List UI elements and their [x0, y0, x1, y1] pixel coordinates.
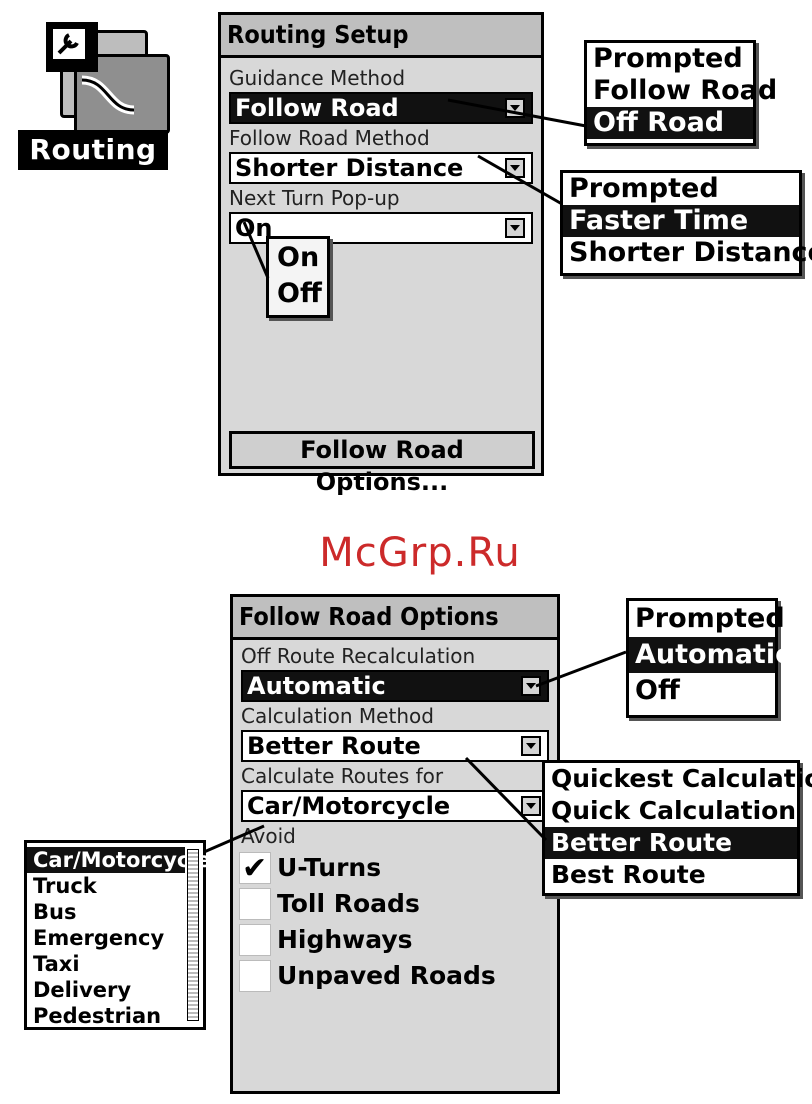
follow-road-method-label: Follow Road Method [229, 126, 430, 150]
routing-icon-label: Routing [18, 130, 168, 170]
follow-road-options-panel: Follow Road Options Off Route Recalculat… [230, 594, 560, 1094]
recalculation-options-popup: Prompted Automatic Off [626, 598, 791, 718]
next-turn-popup-label: Next Turn Pop-up [229, 186, 400, 210]
chevron-down-icon[interactable] [505, 158, 525, 178]
wrench-icon [46, 22, 98, 72]
follow-road-method-dropdown[interactable]: Shorter Distance [229, 152, 533, 184]
guidance-option-selected[interactable]: Off Road [587, 107, 753, 139]
calculation-method-options-popup: Quickest Calculation Quick Calculation B… [542, 760, 812, 896]
vehicle-option[interactable]: Taxi [33, 952, 80, 976]
chevron-down-icon[interactable] [521, 796, 541, 816]
recalculation-option[interactable]: Off [635, 675, 680, 706]
vehicle-option[interactable]: Truck [33, 874, 97, 898]
off-route-recalculation-value: Automatic [247, 672, 386, 700]
checkmark-icon: ✔ [242, 851, 268, 886]
calculate-routes-for-dropdown[interactable]: Car/Motorcycle [241, 790, 549, 822]
route-arrow-icon [81, 75, 135, 115]
vehicle-option[interactable]: Emergency [33, 926, 165, 950]
calculation-method-option[interactable]: Best Route [551, 860, 706, 889]
avoid-toll-roads-row[interactable]: Toll Roads [239, 886, 557, 922]
calculation-method-dropdown[interactable]: Better Route [241, 730, 549, 762]
vehicle-type-list[interactable]: Car/Motorcycle Truck Bus Emergency Taxi … [24, 840, 211, 1030]
next-turn-options-popup: On Off [266, 236, 330, 318]
follow-road-option[interactable]: Shorter Distance [569, 237, 812, 268]
vehicle-option-selected[interactable]: Car/Motorcycle [27, 847, 211, 873]
recalculation-option[interactable]: Prompted [635, 603, 785, 634]
chevron-down-icon[interactable] [505, 218, 525, 238]
avoid-toll-roads-checkbox[interactable] [239, 888, 271, 920]
guidance-method-value: Follow Road [235, 94, 399, 122]
guidance-method-dropdown[interactable]: Follow Road [229, 92, 533, 124]
calculation-method-label: Calculation Method [241, 704, 434, 728]
routing-setup-title: Routing Setup [221, 15, 541, 58]
follow-road-options-title: Follow Road Options [233, 597, 557, 640]
calculation-method-value: Better Route [247, 732, 421, 760]
off-route-recalculation-label: Off Route Recalculation [241, 644, 476, 668]
avoid-unpaved-roads-row[interactable]: Unpaved Roads [239, 958, 557, 994]
guidance-options-popup: Prompted Follow Road Off Road [584, 40, 778, 146]
guidance-option[interactable]: Prompted [593, 43, 743, 74]
follow-road-options-popup: Prompted Faster Time Shorter Distance [560, 170, 812, 276]
calculate-routes-for-label: Calculate Routes for [241, 764, 444, 788]
vehicle-option[interactable]: Pedestrian [33, 1004, 162, 1028]
avoid-label: Avoid [241, 824, 296, 848]
avoid-unpaved-roads-label: Unpaved Roads [277, 961, 496, 990]
calculation-method-option[interactable]: Quickest Calculation [551, 764, 812, 793]
guidance-method-label: Guidance Method [229, 66, 406, 90]
off-route-recalculation-dropdown[interactable]: Automatic [241, 670, 549, 702]
chevron-down-icon[interactable] [521, 676, 541, 696]
calculation-method-option-selected[interactable]: Better Route [545, 827, 797, 859]
chevron-down-icon[interactable] [521, 736, 541, 756]
vehicle-option[interactable]: Bus [33, 900, 77, 924]
next-turn-option[interactable]: On [277, 242, 320, 273]
guidance-option[interactable]: Follow Road [593, 75, 778, 106]
follow-road-option-selected[interactable]: Faster Time [563, 205, 799, 237]
recalculation-option-selected[interactable]: Automatic [629, 637, 791, 673]
vehicle-list-scrollbar[interactable] [187, 849, 199, 1021]
avoid-toll-roads-label: Toll Roads [277, 889, 420, 918]
avoid-highways-row[interactable]: Highways [239, 922, 557, 958]
watermark-text: McGrp.Ru [319, 530, 521, 576]
avoid-u-turns-row[interactable]: ✔ U-Turns [239, 850, 557, 886]
avoid-u-turns-label: U-Turns [277, 853, 382, 882]
avoid-highways-checkbox[interactable] [239, 924, 271, 956]
calculation-method-option[interactable]: Quick Calculation [551, 796, 797, 825]
vehicle-option[interactable]: Delivery [33, 978, 132, 1002]
avoid-unpaved-roads-checkbox[interactable] [239, 960, 271, 992]
avoid-highways-label: Highways [277, 925, 413, 954]
next-turn-option[interactable]: Off [277, 278, 322, 309]
calculate-routes-for-value: Car/Motorcycle [247, 792, 451, 820]
avoid-u-turns-checkbox[interactable]: ✔ [239, 851, 271, 886]
routing-app-icon[interactable]: Routing [18, 18, 170, 173]
follow-road-options-button[interactable]: Follow Road Options... [229, 431, 535, 496]
chevron-down-icon[interactable] [505, 98, 525, 118]
follow-road-option[interactable]: Prompted [569, 173, 719, 204]
follow-road-method-value: Shorter Distance [235, 154, 464, 182]
